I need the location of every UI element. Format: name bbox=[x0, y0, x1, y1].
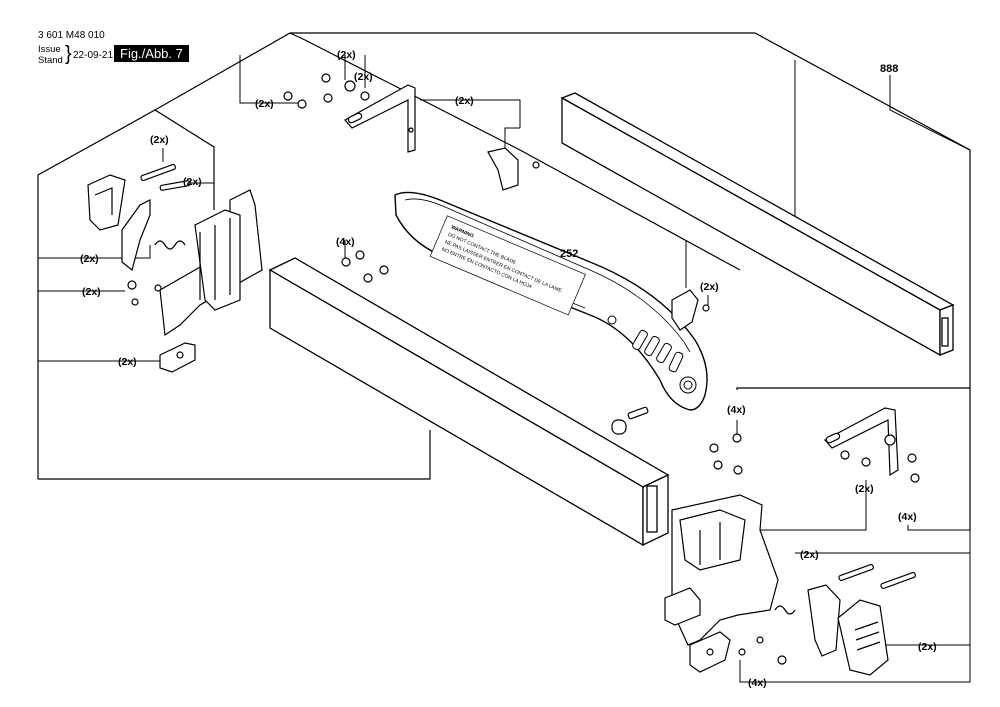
callout-2x-r4: (2x) bbox=[918, 641, 937, 653]
document-number: 3 601 M48 010 bbox=[38, 30, 105, 41]
brace-glyph: } bbox=[65, 43, 72, 65]
bar-front bbox=[268, 257, 670, 547]
leader-r2x-c bbox=[760, 480, 867, 531]
leader-t4 bbox=[420, 99, 521, 128]
callout-888: 888 bbox=[880, 63, 898, 75]
issue-stand-label: Issue Stand bbox=[38, 44, 63, 66]
callout-4x-r2: (4x) bbox=[898, 511, 917, 523]
callout-2x-t2: (2x) bbox=[354, 71, 373, 83]
callout-2x-r3: (2x) bbox=[800, 549, 819, 561]
leader-l3 bbox=[38, 245, 151, 259]
callout-2x-l4: (2x) bbox=[82, 286, 101, 298]
right-bracket-assembly bbox=[664, 407, 920, 676]
bar-888 bbox=[560, 92, 955, 357]
callout-2x-t3: (2x) bbox=[255, 98, 274, 110]
callout-2x-r2: (2x) bbox=[855, 483, 874, 495]
callout-2x-t4: (2x) bbox=[455, 95, 474, 107]
frame-right-group bbox=[736, 387, 970, 390]
leader-t5 bbox=[504, 127, 520, 150]
leader-r4x-b bbox=[907, 525, 970, 531]
figure-label: Fig./Abb. 7 bbox=[114, 45, 189, 62]
left-bracket-assembly bbox=[87, 163, 263, 373]
top-bracket bbox=[283, 73, 540, 191]
leader-t1 bbox=[239, 55, 300, 104]
callout-4x-r3: (4x) bbox=[748, 677, 767, 689]
frame-left-bottom bbox=[38, 430, 431, 480]
callout-2x-l5: (2x) bbox=[118, 356, 137, 368]
issue-date: 22-09-21 bbox=[73, 50, 114, 61]
callout-labels: (2x) (2x) (2x) (2x) 888 (2x) (2x) (2x) (… bbox=[80, 49, 937, 689]
center-fasteners bbox=[341, 250, 710, 435]
callout-2x-t1: (2x) bbox=[337, 49, 356, 61]
callout-4x-r1: (4x) bbox=[727, 404, 746, 416]
callout-2x-l2: (2x) bbox=[183, 176, 202, 188]
callout-2x-l1: (2x) bbox=[150, 134, 169, 146]
issue-label: Issue bbox=[38, 44, 61, 55]
leader-888b bbox=[889, 75, 971, 151]
callout-252: 252 bbox=[560, 248, 578, 260]
frame-left-top bbox=[154, 32, 971, 530]
guard-slots bbox=[632, 329, 684, 373]
callout-2x-r1: (2x) bbox=[700, 281, 719, 293]
callout-4x-center: (4x) bbox=[336, 236, 355, 248]
callout-2x-l3: (2x) bbox=[80, 253, 99, 265]
stand-label: Stand bbox=[38, 55, 63, 66]
